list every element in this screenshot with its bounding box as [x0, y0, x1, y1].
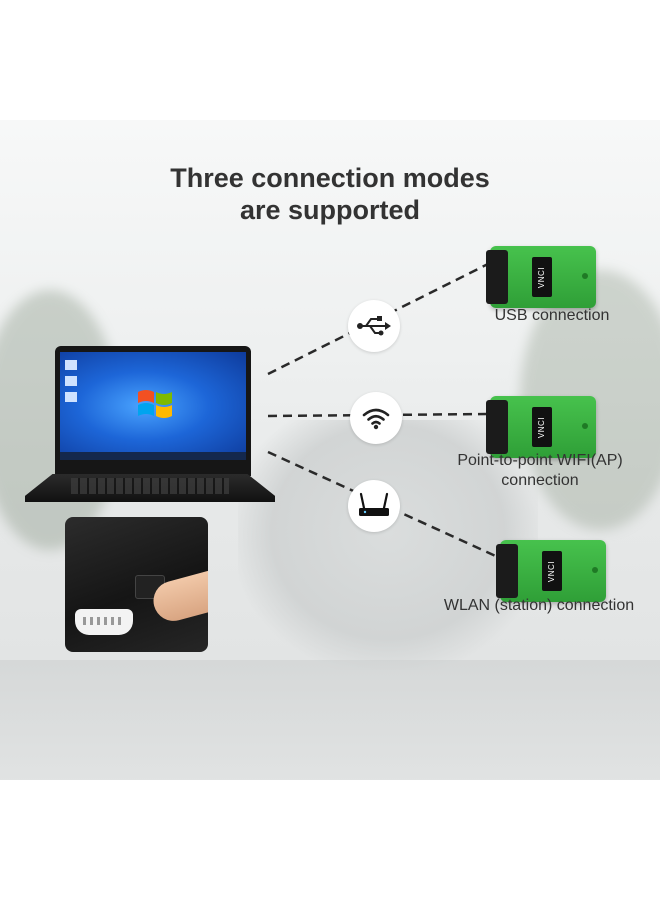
background-road — [0, 660, 660, 780]
wifi-icon — [362, 408, 390, 430]
obd-plug — [486, 400, 508, 454]
windows-logo-icon — [138, 390, 172, 418]
desktop-icon — [65, 376, 77, 386]
usb-connection-label: USB connection — [494, 307, 610, 324]
router-icon — [359, 492, 389, 516]
laptop-screen-frame — [55, 346, 251, 476]
taskbar — [60, 452, 246, 460]
status-led — [592, 567, 598, 573]
vnci-logo: VNCI — [542, 551, 562, 591]
status-led — [582, 423, 588, 429]
wifi-connection-label: Point-to-point WIFI(AP) connection — [457, 452, 623, 489]
product-banner: Three connection modes are supported — [0, 120, 660, 780]
desktop-icon — [65, 392, 77, 402]
page-title: Three connection modes are supported — [0, 162, 660, 226]
title-line-2: are supported — [239, 195, 421, 225]
vnci-logo: VNCI — [532, 257, 552, 297]
obd-port — [75, 609, 133, 635]
router-badge — [348, 480, 400, 532]
status-led — [582, 273, 588, 279]
vnci-device-wlan: VNCI — [496, 540, 606, 602]
usb-badge — [348, 300, 400, 352]
obd-plug — [486, 250, 508, 304]
wifi-badge — [350, 392, 402, 444]
vnci-device-wifi: VNCI — [486, 396, 596, 458]
vnci-device-usb: VNCI — [486, 246, 596, 308]
desktop-icon — [65, 360, 77, 370]
wlan-connection-label: WLAN (station) connection — [443, 597, 635, 614]
usb-icon — [357, 316, 391, 336]
obd-plug — [496, 544, 518, 598]
title-line-1: Three connection modes — [170, 163, 490, 193]
laptop-keyboard — [71, 478, 229, 494]
vnci-logo: VNCI — [532, 407, 552, 447]
laptop-image — [25, 346, 275, 506]
obd-port-photo — [65, 517, 208, 652]
laptop-screen — [60, 352, 246, 460]
